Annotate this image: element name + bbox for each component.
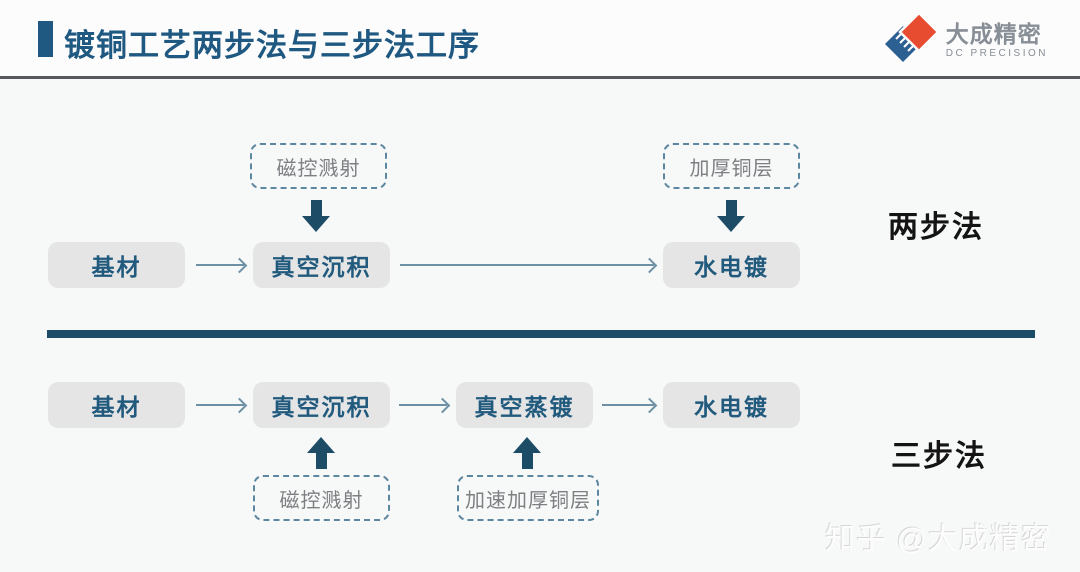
flow-arrow — [196, 264, 244, 266]
up-arrow-icon — [306, 437, 336, 469]
step-box-substrate: 基材 — [48, 242, 185, 288]
logo-subtitle: DC PRECISION — [945, 47, 1048, 59]
aux-box-accelerated-thick-copper: 加速加厚铜层 — [457, 475, 599, 521]
arrow-shaft — [315, 453, 327, 469]
aux-box-thick-copper-layer: 加厚铜层 — [663, 143, 800, 189]
arrow-head — [717, 216, 745, 232]
arrow-shaft — [521, 453, 533, 469]
two-step-method-label: 两步法 — [888, 211, 984, 244]
step-box-water-electroplating: 水电镀 — [663, 242, 800, 288]
aux-box-magnetron-sputtering-bottom: 磁控溅射 — [253, 475, 390, 521]
aux-box-magnetron-sputtering-top: 磁控溅射 — [250, 143, 387, 189]
arrow-head — [302, 216, 330, 232]
flow-arrow — [196, 404, 244, 406]
step-box-vacuum-evaporation: 真空蒸镀 — [456, 382, 593, 428]
company-logo: 大成精密 DC PRECISION — [882, 11, 1048, 70]
down-arrow-icon — [716, 200, 746, 232]
title-accent-bar — [38, 21, 53, 57]
arrow-shaft — [725, 200, 737, 216]
page-title: 镀铜工艺两步法与三步法工序 — [64, 28, 480, 63]
down-arrow-icon — [301, 200, 331, 232]
step-box-vacuum-deposition: 真空沉积 — [253, 242, 390, 288]
arrow-shaft — [310, 200, 322, 216]
header: 镀铜工艺两步法与三步法工序 大成精密 DC PRECISION — [0, 0, 1080, 79]
step-box-vacuum-deposition: 真空沉积 — [253, 382, 390, 428]
watermark: 知乎 @大成精密 — [825, 523, 1052, 556]
flow-arrow — [602, 404, 654, 406]
step-box-substrate: 基材 — [48, 382, 185, 428]
logo-text: 大成精密 DC PRECISION — [945, 20, 1048, 59]
three-step-method-label: 三步法 — [891, 440, 987, 473]
step-box-water-electroplating: 水电镀 — [663, 382, 800, 428]
section-divider — [47, 330, 1035, 338]
arrow-head — [307, 437, 335, 453]
up-arrow-icon — [512, 437, 542, 469]
logo-company-name: 大成精密 — [945, 20, 1042, 47]
flow-arrow — [399, 404, 447, 406]
dc-precision-logo-icon — [882, 11, 940, 70]
arrow-head — [513, 437, 541, 453]
flow-arrow — [400, 264, 654, 266]
